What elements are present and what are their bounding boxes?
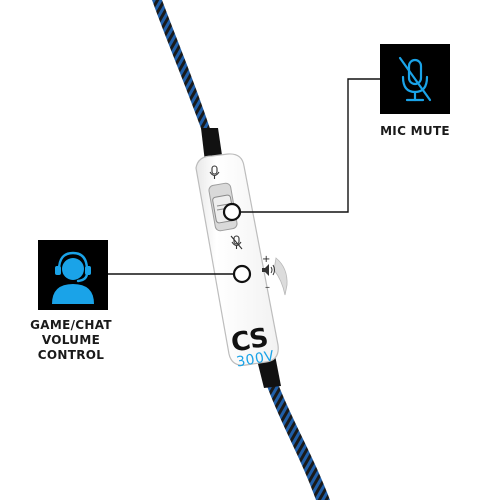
volume-minus-label: – <box>265 282 270 293</box>
brand-logo-sub: 300V <box>235 348 276 370</box>
volume-target-marker <box>232 264 252 284</box>
game-chat-label-line: GAME/CHAT <box>30 318 112 332</box>
lower-cable <box>262 368 330 500</box>
upper-strain-relief <box>201 128 223 162</box>
game-chat-icon-box <box>38 240 108 310</box>
mic-on-icon <box>209 165 220 179</box>
brand-logo-main: CS <box>229 323 270 359</box>
mic-mute-callout-line <box>236 78 380 213</box>
volume-wheel[interactable] <box>273 257 288 296</box>
headset-user-icon <box>52 251 94 304</box>
game-chat-label-line: VOLUME <box>41 333 101 347</box>
mic-mute-target-marker <box>222 202 242 222</box>
upper-cable <box>152 0 220 160</box>
mic-mute-label: MIC MUTE <box>380 124 450 138</box>
mic-mute-icon-box <box>380 44 450 114</box>
volume-plus-label: + <box>262 254 270 265</box>
switch-grip-line <box>216 203 230 207</box>
mic-muted-icon <box>398 56 432 102</box>
speaker-icon <box>262 264 275 276</box>
mic-off-icon <box>230 235 243 250</box>
game-chat-label-line: CONTROL <box>37 348 105 362</box>
game-chat-label: GAME/CHAT VOLUME CONTROL <box>18 318 124 363</box>
